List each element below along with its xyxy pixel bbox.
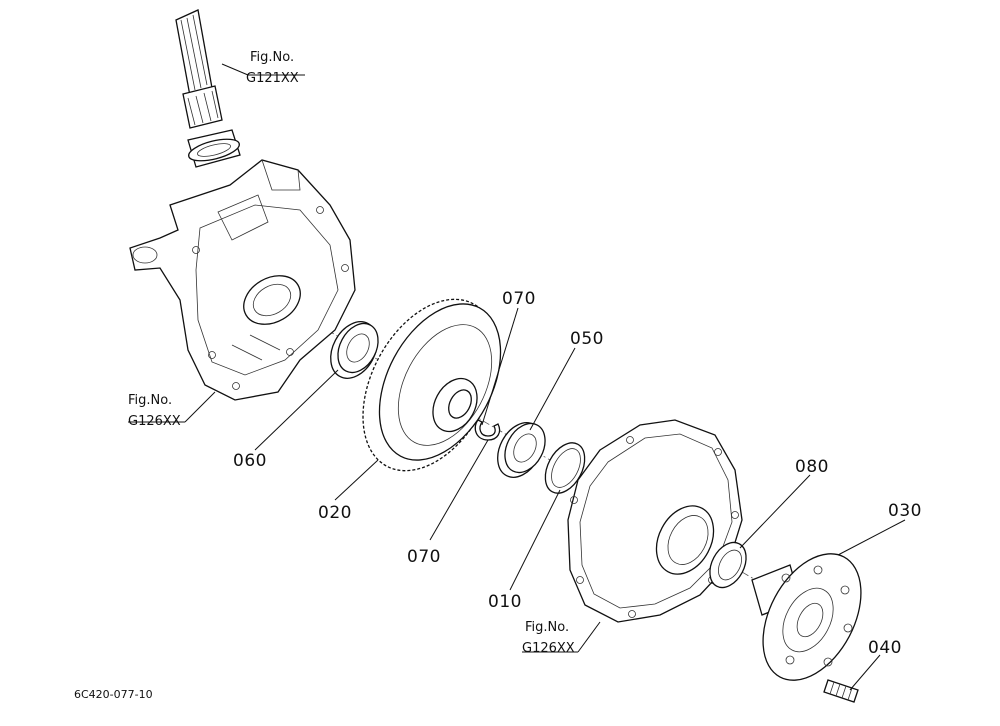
callout-020: 020 xyxy=(318,503,352,523)
callout-030: 030 xyxy=(888,501,922,521)
ref-label-line1: Fig.No. xyxy=(128,393,172,408)
ref-label-line2: G126XX xyxy=(522,641,575,656)
callout-080: 080 xyxy=(795,457,829,477)
ref-label-line2: G126XX xyxy=(128,414,181,429)
gear-case-housing xyxy=(129,159,356,401)
ref-label-line1: Fig.No. xyxy=(250,50,294,65)
leader-lines xyxy=(128,63,906,691)
bearing-060 xyxy=(330,321,379,379)
figure-code: 6C420-077-10 xyxy=(74,688,153,701)
ref-label-line1: Fig.No. xyxy=(525,620,569,635)
ref-label-line2: G121XX xyxy=(246,71,299,86)
seal-ring-010 xyxy=(544,442,586,494)
axle-flange-030 xyxy=(751,553,862,681)
bearing-050 xyxy=(497,422,546,478)
gear-case-cover xyxy=(567,419,743,623)
callout-070: 070 xyxy=(502,289,536,309)
callout-050: 050 xyxy=(570,329,604,349)
oil-seal-080 xyxy=(709,541,747,589)
top-bearing xyxy=(187,129,241,168)
drive-shaft xyxy=(175,9,223,129)
circlip-070 xyxy=(474,419,501,441)
callout-060: 060 xyxy=(233,451,267,471)
stud-bolt-040 xyxy=(823,679,859,703)
callout-010: 010 xyxy=(488,592,522,612)
callout-070: 070 xyxy=(407,547,441,567)
callout-040: 040 xyxy=(868,638,902,658)
bevel-gear-020 xyxy=(362,298,502,472)
